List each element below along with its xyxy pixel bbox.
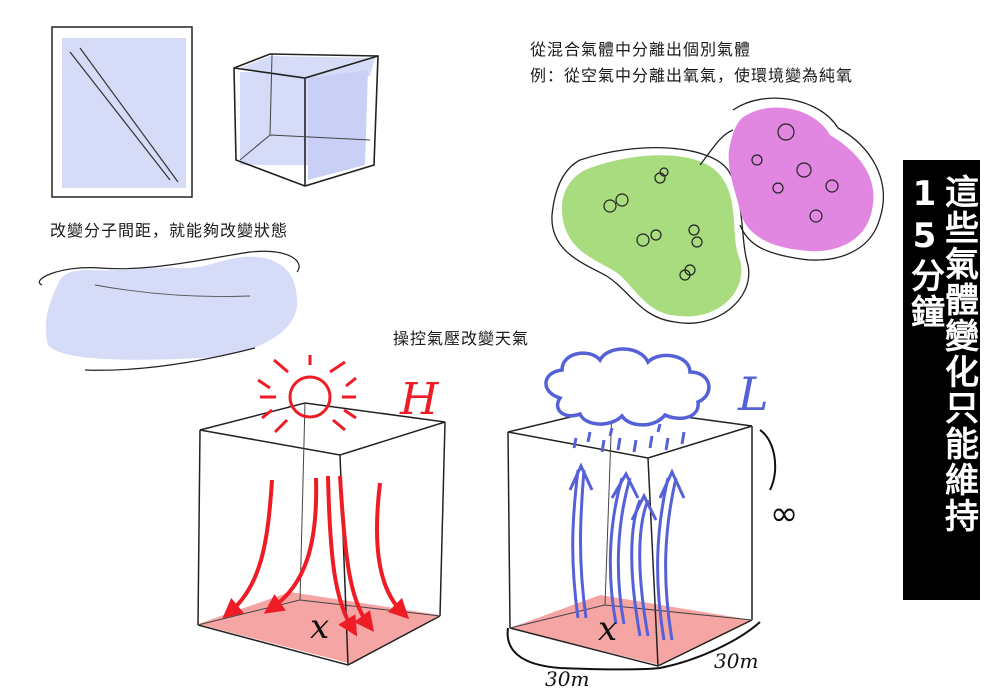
center-mark-right: x [598,609,617,649]
infinity-label: ∞ [770,494,798,534]
pink-gas-blob [699,97,884,261]
rising-air-arrows [568,462,686,641]
side-note-text: 這些氣體變化只能維持15分鐘 [904,174,979,534]
center-mark-left: x [310,607,329,647]
low-pressure-label: L [737,367,769,421]
rain-cloud-icon [544,347,711,427]
cube-icon [233,53,379,187]
caption-pressure-weather: 操控氣壓改變天氣 [393,329,530,348]
rain-drops [572,423,686,453]
dimension-lines [506,429,777,671]
gas-cloud-shape [38,250,300,371]
green-gas-blob [551,147,750,324]
sinking-air-arrows [222,475,410,637]
low-pressure-box [507,406,753,667]
dimension-label-right: 30m [714,649,758,673]
caption-separate-gas-line1: 從混合氣體中分離出個別氣體 [530,40,752,59]
high-pressure-box [197,402,446,666]
high-pressure-label: H [399,374,440,425]
dimension-label-left: 30m [545,667,589,691]
caption-molecular-spacing: 改變分子間距，就能夠改變狀態 [50,221,289,240]
caption-separate-gas-line2: 例：從空氣中分離出氧氣，使環境變為純氧 [530,66,854,85]
flat-square-icon [51,26,193,198]
sun-icon [257,355,357,434]
molecule-circles [603,123,839,281]
side-note-panel: 這些氣體變化只能維持15分鐘 [903,160,980,600]
